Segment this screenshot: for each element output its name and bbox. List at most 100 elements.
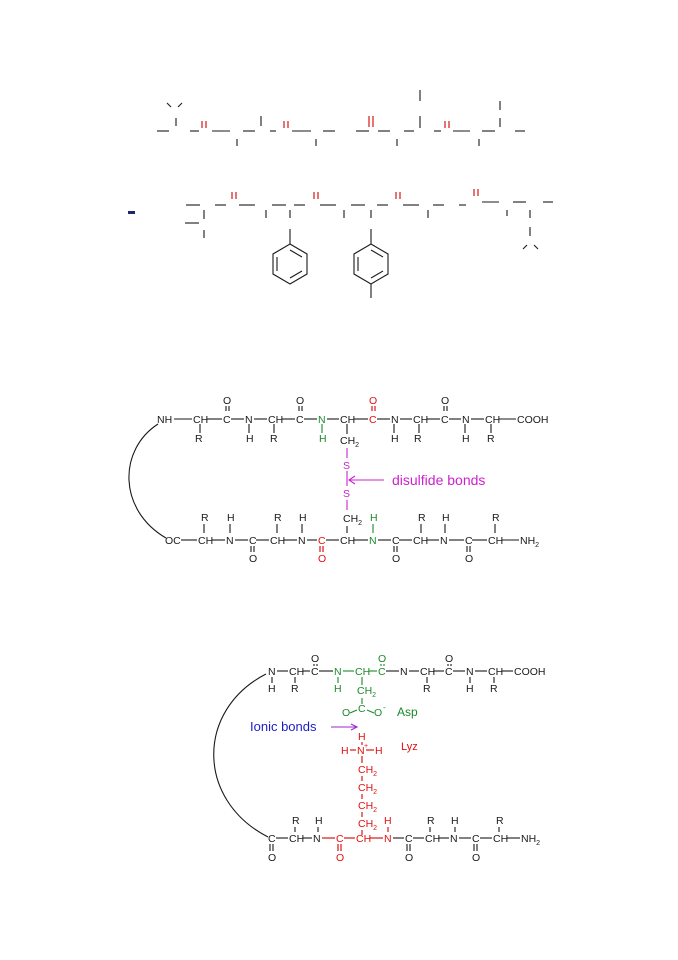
h-label-green: H (319, 433, 327, 445)
o-label: O (311, 653, 319, 665)
r-label: R (487, 433, 495, 445)
h-label: H (227, 512, 235, 524)
r-label: R (490, 683, 498, 695)
disulfide-bridge: S S disulfide bonds (343, 448, 485, 510)
ch-label: CH (488, 535, 503, 547)
h-label-red: H (341, 745, 349, 757)
ch2-label-green: CH2 (357, 685, 376, 699)
cooh-label: COOH (517, 414, 549, 426)
h-label: H (391, 433, 399, 445)
ch-label: CH (420, 666, 435, 678)
c-label-red: C (318, 535, 326, 547)
r-label: R (291, 683, 299, 695)
c-label-red: C (369, 414, 377, 426)
o-label: O (465, 553, 473, 565)
n-label: N (400, 666, 408, 678)
disulfide-annotation: disulfide bonds (392, 472, 485, 488)
o-label: O (405, 852, 413, 864)
sulfur-label: S (343, 488, 350, 500)
negative-charge: - (383, 703, 386, 712)
ch2-label: CH2 (340, 435, 359, 449)
n-plus-label: N (357, 745, 365, 757)
r-label: R (274, 512, 282, 524)
o-label-green: O (378, 653, 386, 665)
o-label: O (268, 852, 276, 864)
ch-label: CH (193, 414, 208, 426)
ch-label: CH (270, 535, 285, 547)
h-label-red: H (384, 815, 392, 827)
sulfur-label: S (343, 460, 350, 472)
n-label: N (268, 666, 276, 678)
cyclic-connector (213, 673, 269, 838)
c-label-green: C (378, 666, 386, 678)
r-label: R (270, 433, 278, 445)
ch-label-red: CH (356, 833, 371, 845)
lysine-bonds (350, 742, 374, 835)
o-label-red: O (318, 553, 326, 565)
ch-label: CH (413, 414, 428, 426)
h-label: H (442, 512, 450, 524)
h-label: H (462, 433, 470, 445)
n-label: N (298, 535, 306, 547)
h-label-red: H (375, 745, 383, 757)
ch2-label-red: CH2 (358, 818, 377, 832)
positive-charge: + (364, 743, 368, 750)
c-label: C (392, 535, 400, 547)
nh2-label: NH2 (520, 535, 539, 549)
cooh-label: COOH (514, 666, 546, 678)
ch-label: CH (289, 833, 304, 845)
h-label: H (315, 815, 323, 827)
para-methylphenyl-ring (353, 229, 389, 298)
c-label: C (223, 414, 231, 426)
o-label: O (472, 852, 480, 864)
ch-label: CH (485, 414, 500, 426)
ch-label: CH (340, 414, 355, 426)
n-label: N (462, 414, 470, 426)
ch-label: CH (289, 666, 304, 678)
asp-label: Asp (397, 705, 418, 719)
ch-label: CH (425, 833, 440, 845)
c-label-red: C (336, 833, 344, 845)
o-label: O (441, 395, 449, 407)
top-chain: O O O N CH C N CH C N CH C N CH COOH H R… (268, 653, 546, 719)
o-label: O (392, 553, 400, 565)
ch-label: CH (268, 414, 283, 426)
bottom-chain-bonds (269, 827, 520, 851)
ch-label: CH (493, 833, 508, 845)
h-label: H (451, 815, 459, 827)
oc-label: OC (165, 535, 181, 547)
carboxylate-o-label: O (374, 707, 382, 719)
n-label-green: N (369, 535, 377, 547)
row1-bonds (157, 90, 525, 146)
nh2-label: NH2 (521, 833, 540, 847)
h-label: H (299, 512, 307, 524)
ch-label-green: CH (355, 666, 370, 678)
n-label: N (450, 833, 458, 845)
o-label: O (296, 395, 304, 407)
r-label: R (292, 815, 300, 827)
h-label: H (268, 683, 276, 695)
o-label-red: O (369, 395, 377, 407)
row2-bonds (185, 201, 553, 250)
r-label: R (427, 815, 435, 827)
phenyl-ring (272, 229, 308, 285)
row2-carbonyl-marks (231, 189, 479, 199)
h-label: H (246, 433, 254, 445)
n-label: N (226, 535, 234, 547)
r-label: R (492, 512, 500, 524)
ch-label: CH (488, 666, 503, 678)
bottom-chain: R H R H CH2 H R H R OC CH N C CH N C CH … (165, 512, 539, 565)
bottom-chain-bonds (181, 524, 519, 552)
c-label: C (311, 666, 319, 678)
carboxylate-o-label: O (342, 707, 350, 719)
diagram-peptide-fragment (128, 90, 553, 298)
n-label-red: N (384, 833, 392, 845)
ionic-bonds-label: Ionic bonds (250, 719, 317, 734)
ch-label: CH (340, 535, 355, 547)
r-label: R (201, 512, 209, 524)
r-label: R (414, 433, 422, 445)
c-label: C (445, 666, 453, 678)
r-label: R (418, 512, 426, 524)
n-label-green: N (334, 666, 342, 678)
